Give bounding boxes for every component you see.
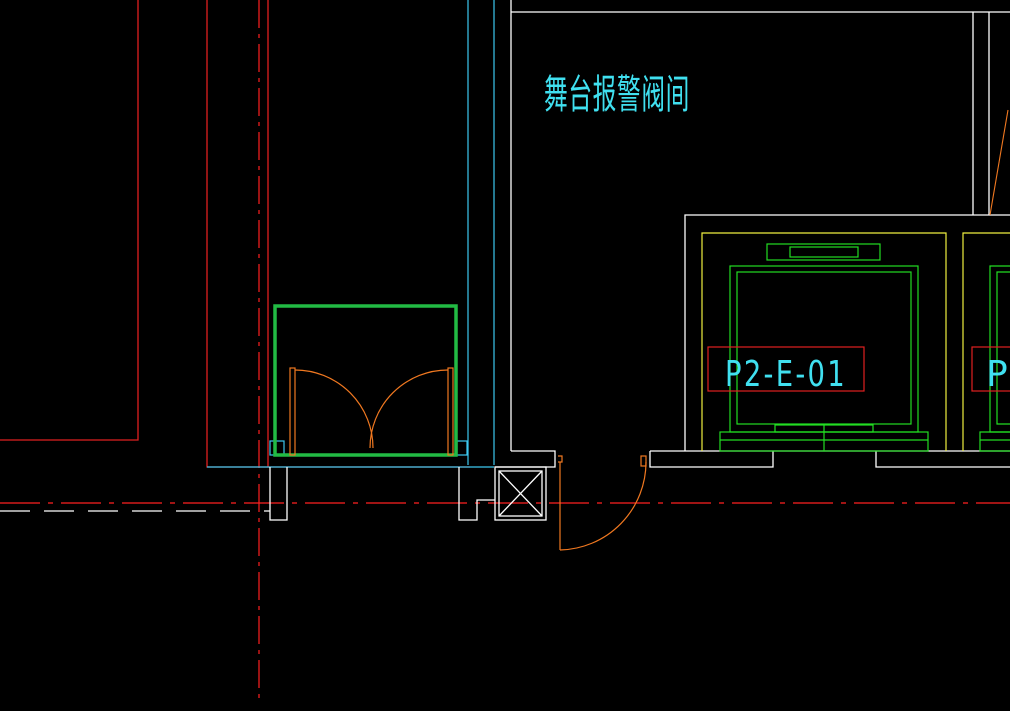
- swing-door-symbol: [558, 455, 647, 551]
- cyan-wall-lines: [207, 0, 495, 468]
- equipment-tag-p2-e-01: P2-E-01: [725, 354, 847, 395]
- equipment-tag-p2-partial: P2: [986, 354, 1010, 395]
- double-door-symbol: [289, 367, 454, 456]
- tag-box-p2-partial: [971, 346, 1010, 392]
- leader-line: [989, 109, 1009, 216]
- equipment-unit-p2-e-01[interactable]: [719, 243, 929, 452]
- tag-box-p2-e-01: [707, 346, 865, 392]
- room-label: 舞台报警阀间: [544, 72, 690, 118]
- shaft-box: [494, 466, 547, 521]
- equipment-unit-p2-partial[interactable]: [979, 265, 1010, 452]
- selected-element-box[interactable]: [273, 304, 458, 457]
- equipment-frame: [701, 232, 1010, 451]
- left-room-outline: [0, 0, 470, 468]
